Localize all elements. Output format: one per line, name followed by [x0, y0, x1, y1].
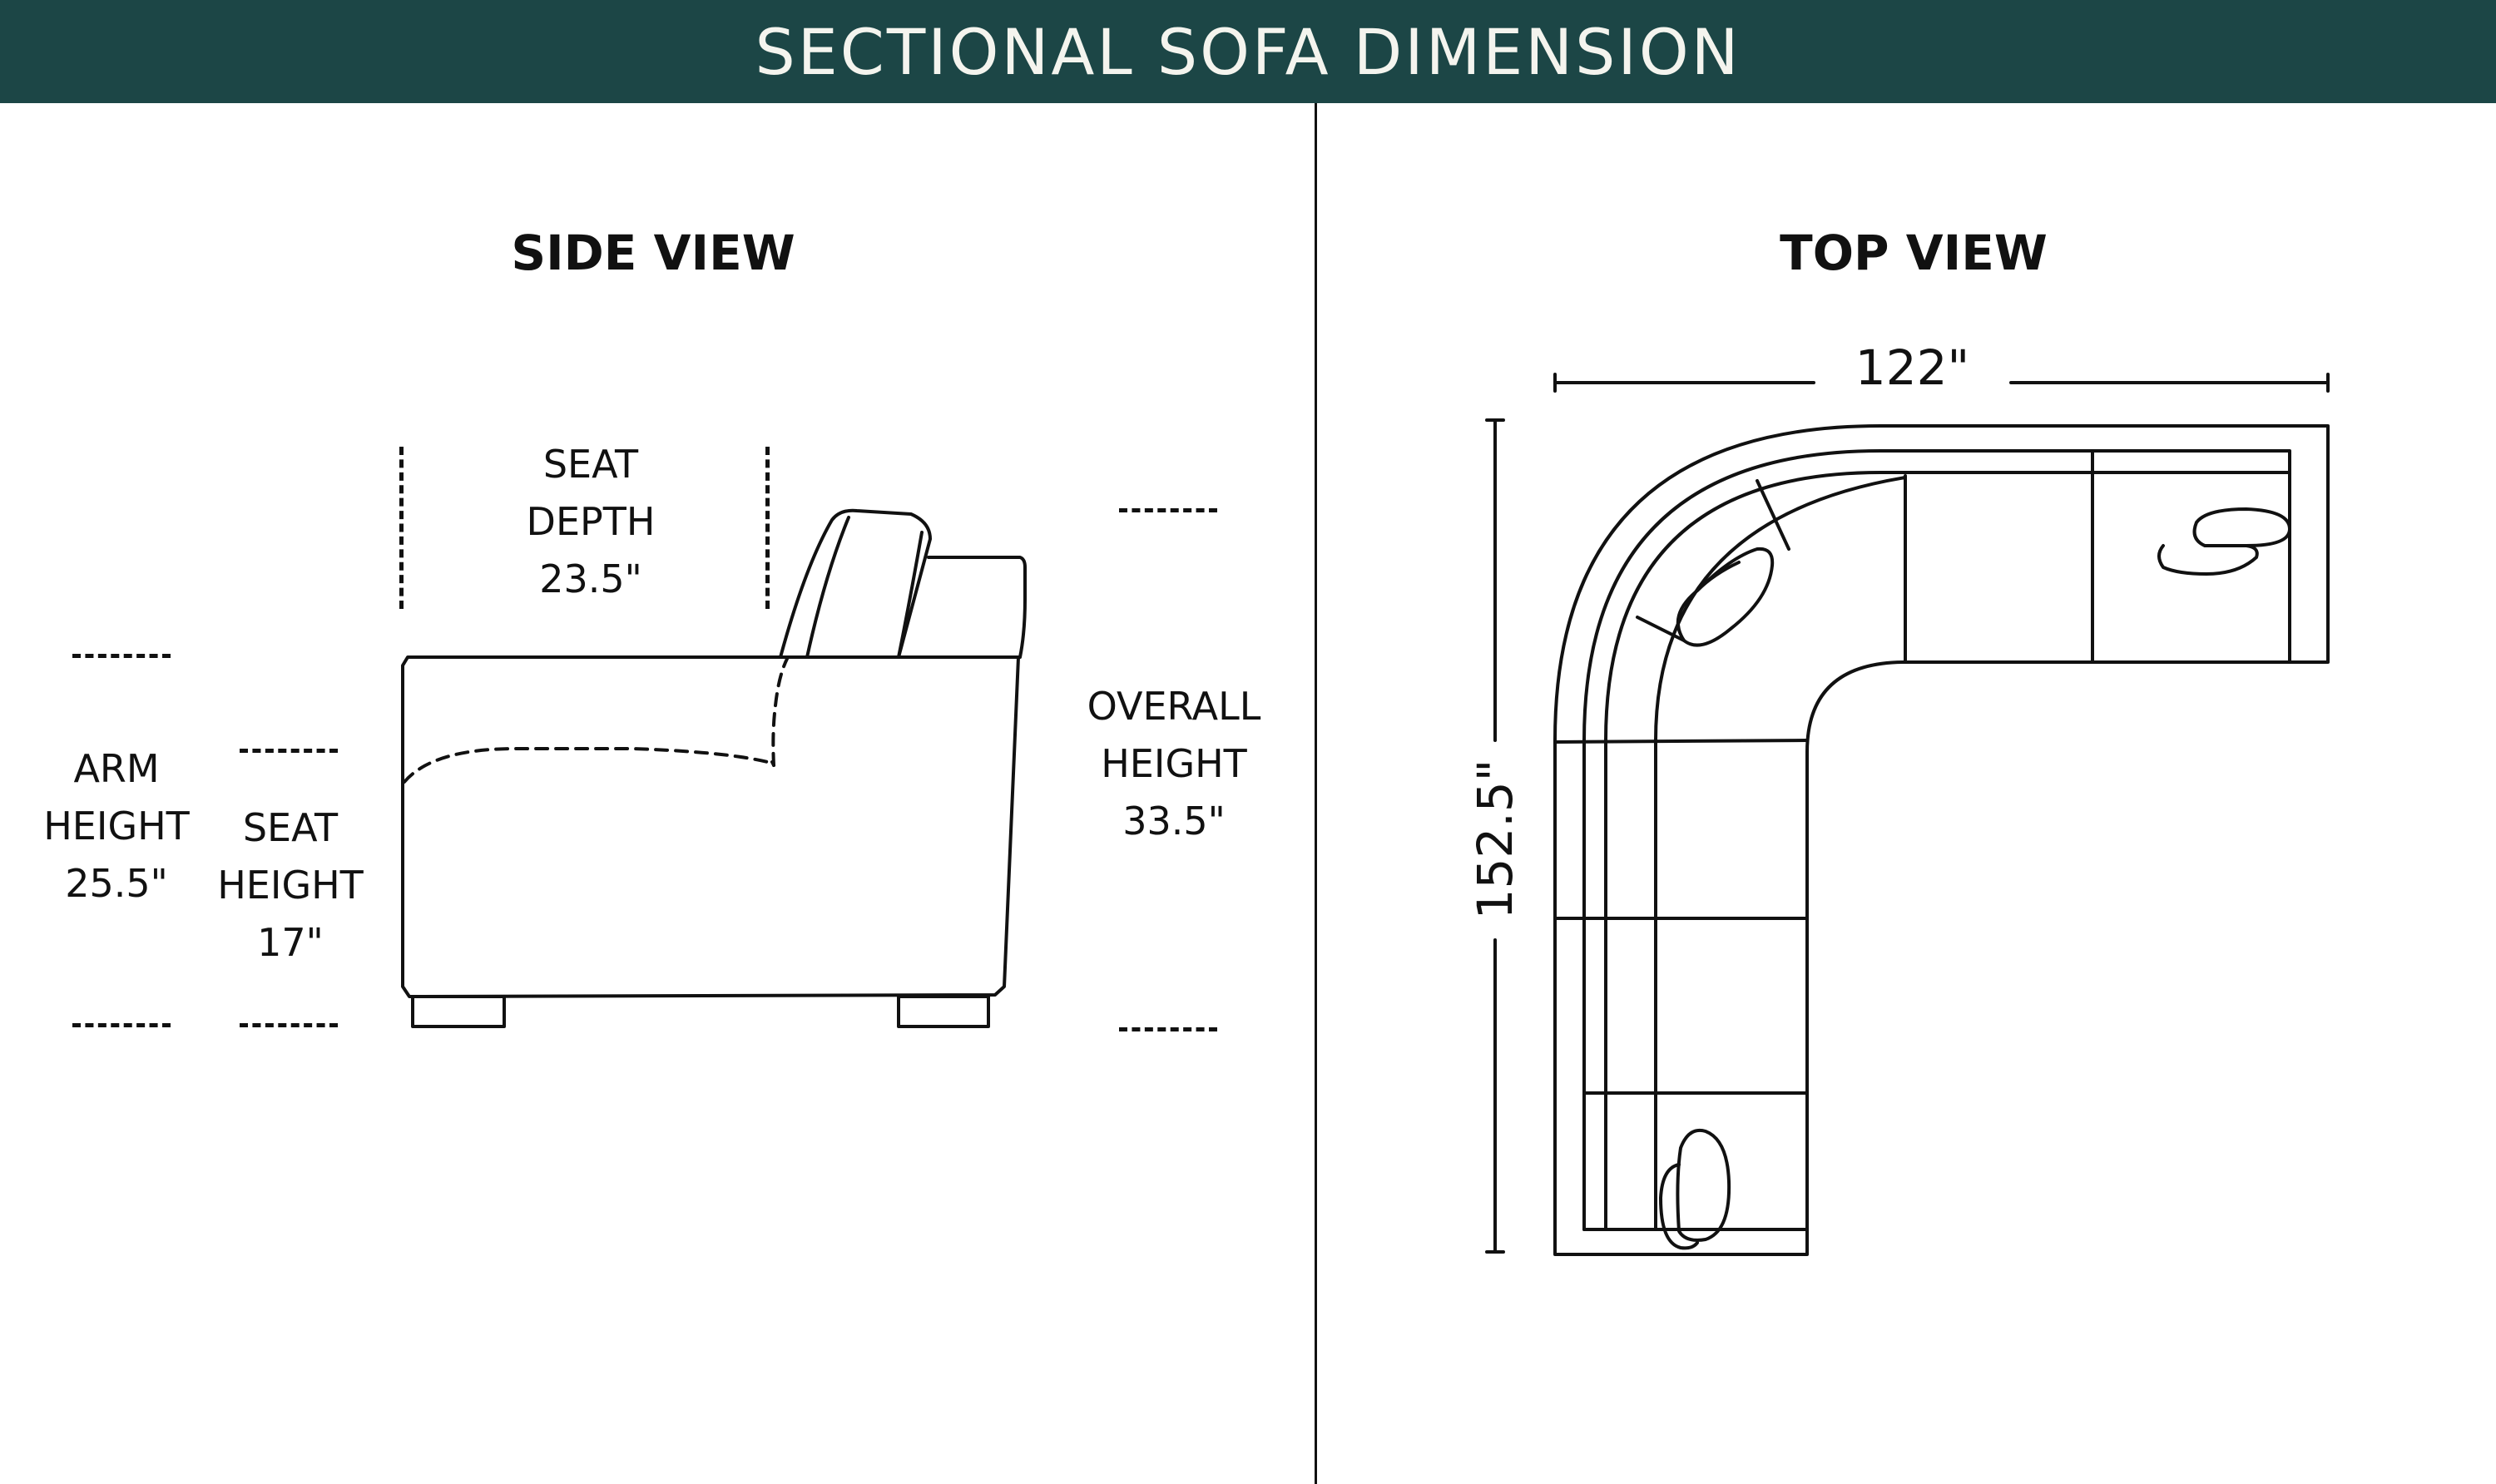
pillow-top-right [2192, 507, 2291, 547]
seat-height-value: 17" [257, 920, 324, 965]
seat-height-label: SEAT HEIGHT 17" [157, 799, 423, 972]
sofa-outline [1553, 424, 2330, 1256]
top-view-title: TOP VIEW [1780, 225, 2048, 281]
seat-depth-label: SEAT DEPTH 23.5" [458, 436, 724, 608]
arm-height-marker-bottom [72, 1023, 171, 1027]
header-banner: SECTIONAL SOFA DIMENSION [0, 0, 2496, 103]
seat-height-marker-top [240, 749, 338, 753]
top-width-value: 122" [1855, 339, 1970, 396]
arm-height-value: 25.5" [65, 861, 168, 906]
sofa-back-pillow-inner [805, 516, 850, 659]
sofa-seat-hidden-line [403, 747, 775, 784]
overall-height-marker-bottom [1119, 1027, 1217, 1031]
pillow-bottom-left [1676, 1129, 1731, 1242]
sofa-back-pillow [779, 508, 932, 659]
sofa-back-cushion [927, 556, 1027, 659]
seat-depth-marker-right [765, 447, 770, 609]
arm-height-marker-top [72, 654, 171, 658]
seat-depth-value: 23.5" [539, 556, 642, 601]
seat-height-marker-bottom [240, 1023, 338, 1027]
pillow-corner [1676, 547, 1775, 647]
top-width-dimension-line [1553, 373, 2330, 393]
overall-height-marker-top [1119, 508, 1217, 512]
sofa-arm-inner-line [1582, 449, 2291, 1231]
sofa-side-body [401, 655, 1020, 998]
overall-height-label: OVERALL HEIGHT 33.5" [1041, 678, 1307, 850]
arm-height-label: ARM HEIGHT 25.5" [0, 740, 250, 913]
overall-height-value: 33.5" [1122, 799, 1226, 843]
seat-depth-marker-left [399, 447, 404, 609]
side-view-sofa [401, 508, 1027, 1028]
sofa-leg-right [897, 995, 990, 1028]
sofa-seat-boundary [1654, 476, 1907, 1231]
center-divider [1315, 103, 1317, 1484]
top-view-sofa [1553, 424, 2330, 1256]
page-title: SECTIONAL SOFA DIMENSION [755, 14, 1741, 89]
sofa-leg-left [411, 995, 506, 1028]
top-depth-dimension-line [1485, 418, 1505, 1254]
side-view-title: SIDE VIEW [511, 225, 795, 281]
top-depth-value: 152.5" [1467, 759, 1523, 920]
